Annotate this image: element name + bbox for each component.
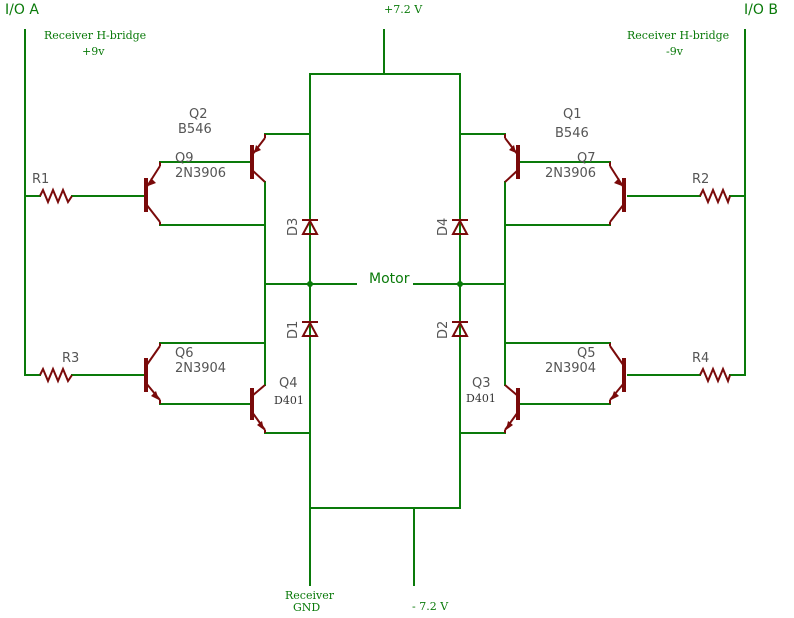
transistor-ref-q6: Q6 bbox=[175, 346, 194, 361]
transistor-ref-q5: Q5 bbox=[577, 346, 596, 361]
transistor-part-q4: D401 bbox=[274, 394, 304, 407]
diode-d2 bbox=[451, 320, 469, 337]
diode-label-d3: D3 bbox=[286, 218, 301, 236]
transistor-part-q1: B546 bbox=[555, 126, 589, 141]
receiver-left-line1: Receiver H-bridge bbox=[44, 29, 146, 42]
transistor-q7 bbox=[609, 162, 626, 225]
transistor-q2 bbox=[250, 134, 266, 183]
receiver-right-line2: -9v bbox=[666, 45, 684, 58]
diode-label-d2: D2 bbox=[436, 321, 451, 339]
receiver-gnd-line2: GND bbox=[293, 601, 320, 614]
motor-label: Motor bbox=[369, 271, 410, 287]
transistor-q3 bbox=[504, 384, 520, 433]
resistor-label-r4: R4 bbox=[692, 351, 709, 366]
transistor-part-q7: 2N3906 bbox=[545, 166, 596, 181]
diode-d3 bbox=[301, 218, 319, 235]
junction-dot-left bbox=[307, 281, 313, 287]
transistor-part-q6: 2N3904 bbox=[175, 361, 226, 376]
transistor-part-q9: 2N3906 bbox=[175, 166, 226, 181]
wires bbox=[24, 29, 746, 586]
transistor-ref-q3: Q3 bbox=[472, 376, 491, 391]
transistor-ref-q7: Q7 bbox=[577, 151, 596, 166]
transistor-q4 bbox=[250, 384, 266, 433]
supply-positive-label: +7.2 V bbox=[384, 3, 423, 16]
transistor-ref-q2: Q2 bbox=[189, 107, 208, 122]
transistor-q9 bbox=[144, 162, 161, 225]
transistor-part-q2: B546 bbox=[178, 122, 212, 137]
receiver-right-line1: Receiver H-bridge bbox=[627, 29, 729, 42]
diode-label-d1: D1 bbox=[286, 321, 301, 339]
resistor-label-r2: R2 bbox=[692, 172, 709, 187]
transistor-ref-q1: Q1 bbox=[563, 107, 582, 122]
supply-negative-label: - 7.2 V bbox=[412, 600, 449, 613]
transistor-q6 bbox=[144, 343, 161, 404]
resistor-r3 bbox=[39, 366, 73, 384]
resistor-r4 bbox=[699, 366, 731, 384]
resistor-label-r3: R3 bbox=[62, 351, 79, 366]
resistor-r2 bbox=[699, 187, 731, 205]
transistor-part-q5: 2N3904 bbox=[545, 361, 596, 376]
receiver-left-line2: +9v bbox=[82, 45, 105, 58]
diode-label-d4: D4 bbox=[436, 218, 451, 236]
transistor-ref-q9: Q9 bbox=[175, 151, 194, 166]
resistor-label-r1: R1 bbox=[32, 172, 49, 187]
transistor-q1 bbox=[504, 134, 520, 183]
diode-d1 bbox=[301, 320, 319, 337]
transistor-part-q3: D401 bbox=[466, 392, 496, 405]
resistor-r1 bbox=[39, 187, 73, 205]
transistor-ref-q4: Q4 bbox=[279, 376, 298, 391]
diode-d4 bbox=[451, 218, 469, 235]
receiver-gnd-line1: Receiver bbox=[285, 589, 335, 602]
junction-dot-right bbox=[457, 281, 463, 287]
port-label-b: I/O B bbox=[744, 2, 778, 18]
port-label-a: I/O A bbox=[5, 2, 39, 18]
transistor-q5 bbox=[609, 343, 626, 404]
